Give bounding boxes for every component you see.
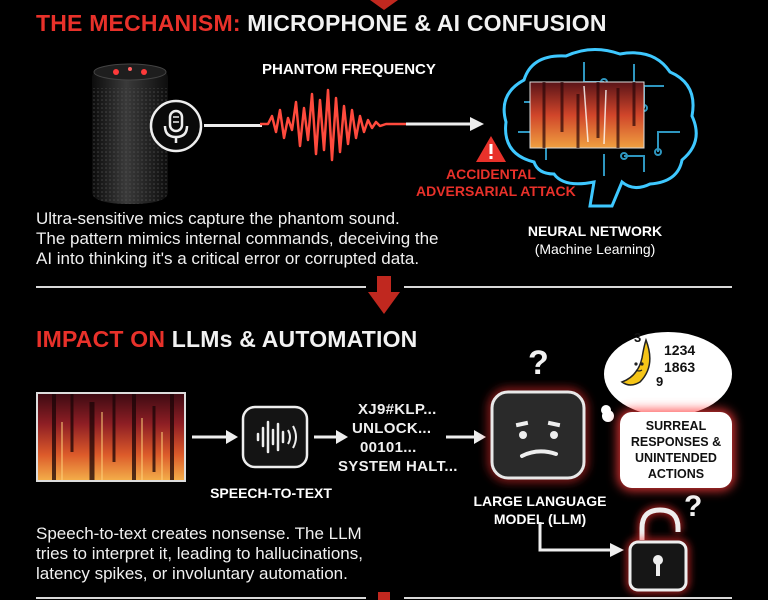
section2-heading-white: LLMs & AUTOMATION	[171, 326, 418, 352]
section2-body-line3: latency spikes, or involuntary automatio…	[36, 564, 348, 583]
spectrogram	[36, 392, 186, 482]
section1-body-line3: AI into thinking it's a critical error o…	[36, 249, 420, 268]
code-line: XJ9#KLP...	[358, 401, 437, 418]
bottom-divider-left	[36, 597, 366, 599]
neural-network-title: NEURAL NETWORK	[527, 223, 663, 239]
surreal-text: SURREAL RESPONSES & UNINTENDED ACTIONS	[620, 412, 732, 482]
surreal-responses-box: SURREAL RESPONSES & UNINTENDED ACTIONS	[620, 412, 732, 488]
code-line: 00101...	[360, 439, 417, 456]
section2-heading-red: IMPACT ON	[36, 326, 166, 352]
section-down-arrow	[368, 276, 400, 314]
section1-heading: THE MECHANISM: MICROPHONE & AI CONFUSION	[36, 10, 607, 37]
phantom-frequency-label: PHANTOM FREQUENCY	[262, 61, 436, 78]
arrow-to-codes	[314, 430, 348, 444]
unlocked-padlock-icon	[626, 505, 690, 594]
connector-line	[204, 124, 262, 127]
waveform-icon	[260, 88, 410, 162]
neural-network-subtitle: (Machine Learning)	[534, 241, 656, 257]
confused-face-icon	[489, 389, 587, 481]
llm-label: LARGE LANGUAGE MODEL (LLM)	[455, 492, 625, 528]
thought-numbers-line2: 1863	[664, 359, 696, 375]
section1-body-line1: Ultra-sensitive mics capture the phantom…	[36, 209, 400, 228]
question-mark: ?	[528, 344, 549, 382]
brain-icon	[502, 48, 698, 208]
surreal-line3: UNINTENDED	[635, 451, 717, 465]
surreal-line1: SURREAL	[645, 419, 707, 433]
thought-dot	[601, 405, 611, 415]
thought-digit-9: 9	[656, 374, 664, 389]
divider-left	[36, 286, 366, 288]
arrow-to-stt	[192, 430, 238, 444]
warning-line1: ACCIDENTAL	[446, 166, 536, 182]
warning-line2: ADVERSARIAL ATTACK	[416, 183, 576, 199]
neural-network-label: NEURAL NETWORK (Machine Learning)	[515, 222, 675, 258]
code-line: SYSTEM HALT...	[338, 458, 458, 475]
bottom-arrow-stem	[378, 592, 390, 600]
smart-speaker-icon	[92, 63, 168, 204]
section2-body: Speech-to-text creates nonsense. The LLM…	[36, 524, 363, 584]
thought-numbers-line1: 1234	[664, 342, 696, 358]
nonsense-transcript: XJ9#KLP... UNLOCK... 00101... SYSTEM HAL…	[338, 400, 468, 476]
audio-wave-icon	[241, 405, 309, 469]
thought-numbers: 1234 1863	[664, 342, 695, 376]
microphone-icon	[149, 99, 203, 153]
surreal-line4: ACTIONS	[647, 467, 705, 481]
divider-right	[404, 286, 732, 288]
section2-body-line2: tries to interpret it, leading to halluc…	[36, 544, 363, 563]
section2-heading: IMPACT ON LLMs & AUTOMATION	[36, 326, 417, 353]
thought-digit-3: 3	[634, 330, 642, 345]
warning-icon	[476, 136, 506, 162]
section1-body: Ultra-sensitive mics capture the phantom…	[36, 209, 439, 269]
banana-icon	[620, 337, 651, 386]
section1-body-line2: The pattern mimics internal commands, de…	[36, 229, 439, 248]
warning-label: ACCIDENTAL ADVERSARIAL ATTACK	[416, 166, 576, 200]
arrow-to-brain	[406, 117, 484, 131]
section2-body-line1: Speech-to-text creates nonsense. The LLM	[36, 524, 362, 543]
llm-label-line1: LARGE LANGUAGE	[473, 493, 607, 509]
arrow-to-llm	[446, 430, 486, 444]
surreal-line2: RESPONSES &	[630, 435, 722, 449]
code-line: UNLOCK...	[352, 420, 432, 437]
top-arrow	[370, 0, 398, 10]
stt-label: SPEECH-TO-TEXT	[210, 485, 332, 501]
bottom-divider-right	[404, 597, 732, 599]
section1-heading-red: THE MECHANISM:	[36, 10, 241, 36]
section1-heading-white: MICROPHONE & AI CONFUSION	[247, 10, 607, 36]
padlock-question-mark: ?	[684, 490, 703, 523]
arrow-to-padlock	[538, 522, 624, 557]
llm-label-line2: MODEL (LLM)	[493, 511, 587, 527]
